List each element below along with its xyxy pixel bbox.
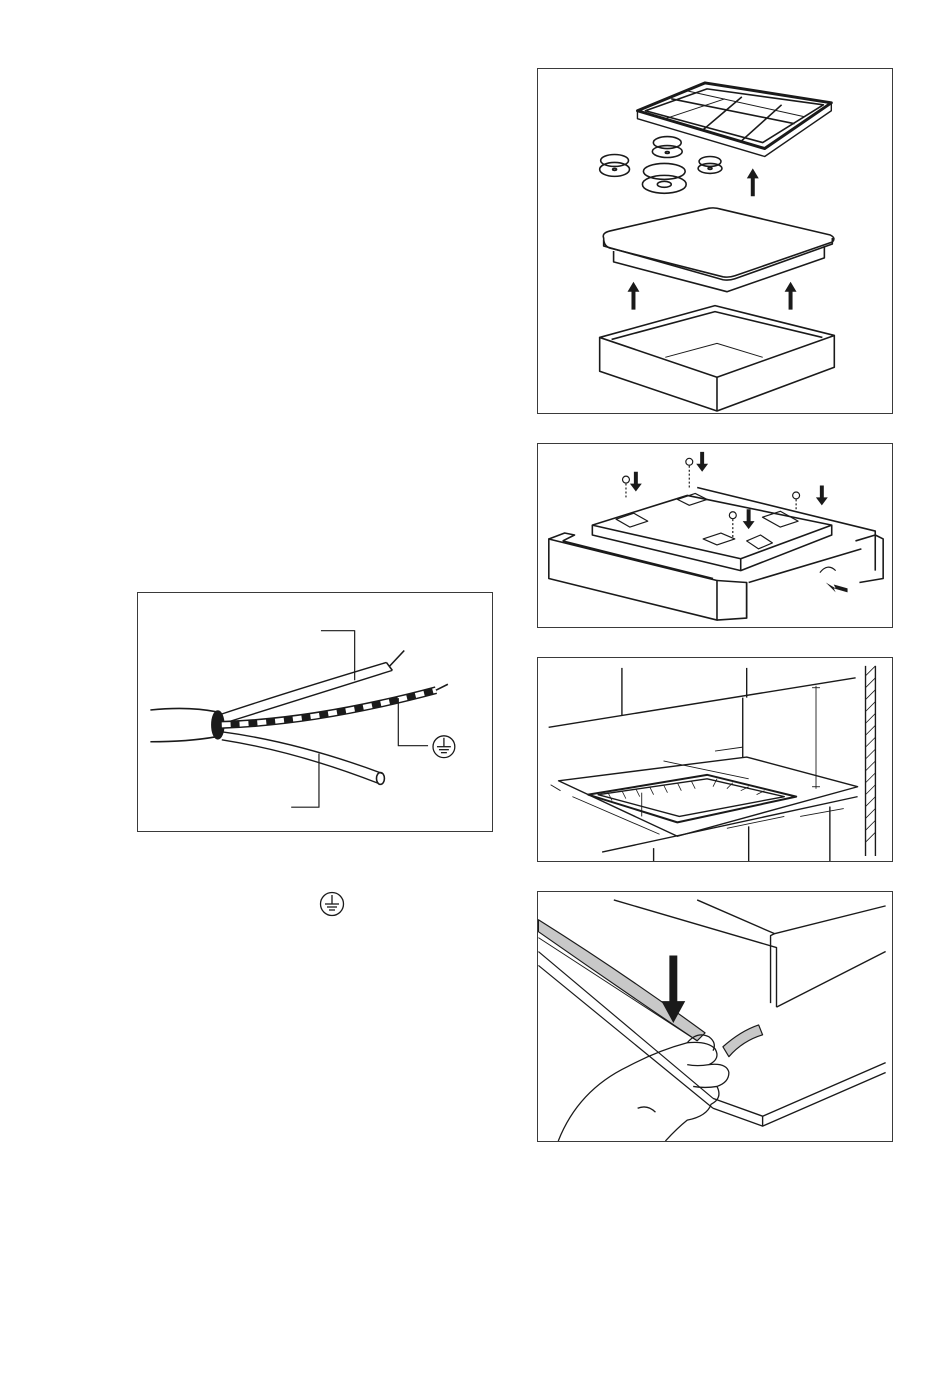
hob-fixing-figure [537,443,893,628]
burner-caps-icon [600,137,722,194]
hob-box-icon [600,306,835,411]
earth-ground-icon [433,736,455,758]
cutout-figure [537,657,893,862]
hob-exploded-figure [537,68,893,414]
seal-figure [537,891,893,1142]
worktop-cutout-dimensions-icon [538,658,892,861]
cable-figure [137,592,493,832]
earth-ground-icon [319,891,345,917]
three-core-cable-with-earth-wire-icon [138,593,492,831]
hob-fixing-brackets-and-screws-icon [538,444,892,627]
sealing-strip-application-icon [538,892,892,1141]
hob-assembly-exploded-view-icon [538,69,892,413]
hob-top-plate-icon [603,208,834,292]
